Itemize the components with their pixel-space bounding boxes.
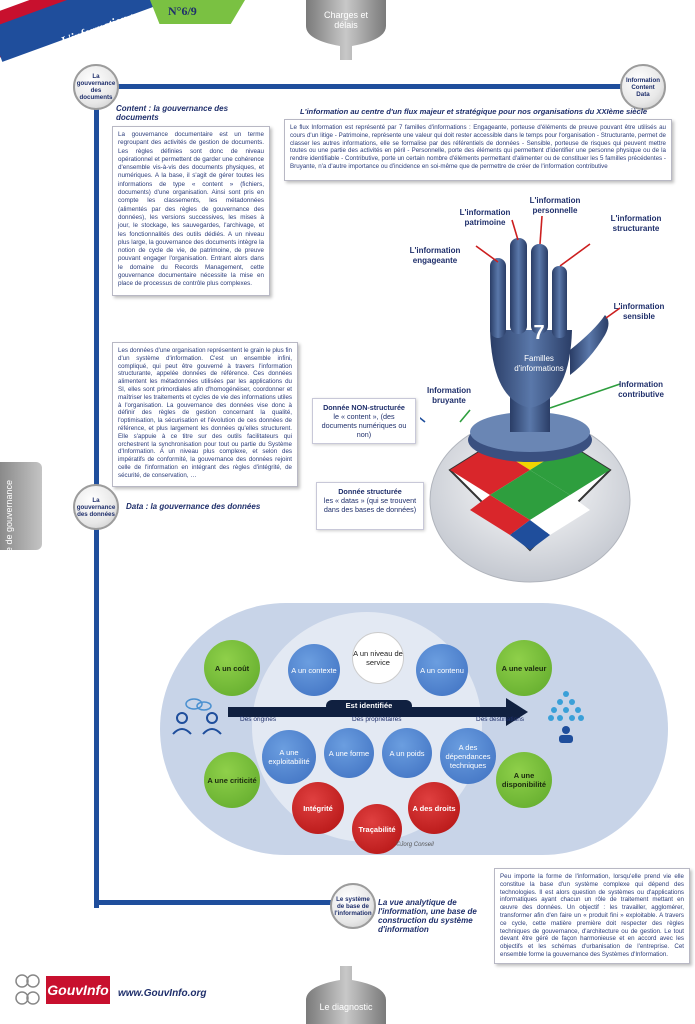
data-text: Les données d'une organisation représent… <box>112 342 298 487</box>
family-contributive: Information contributive <box>618 380 664 399</box>
funnel-top-label: Charges et délais <box>323 10 369 30</box>
identifiee-label: Est identifiée <box>326 700 412 712</box>
content-text: La gouvernance documentaire est un terme… <box>112 126 270 296</box>
callout-non-structuree-text: le « content », (des documents numérique… <box>321 412 407 439</box>
palm-number: 7 <box>533 322 545 344</box>
issue-number: N°6/9 <box>168 4 197 18</box>
data-title: Data : la gouvernance des données <box>126 502 261 511</box>
callout-non-structuree: Donnée NON-structurée le « content », (d… <box>312 398 416 444</box>
callout-structuree: Donnée structurée les « datas » (qui se … <box>316 482 424 530</box>
seal-icon <box>15 974 40 1005</box>
funnel-top-icon <box>306 0 386 60</box>
family-bruyante: Information bruyante <box>427 386 471 405</box>
bubble-cout: A un coût <box>204 640 260 696</box>
top-connector-line <box>95 84 643 89</box>
side-tab-label: Modèle de gouvernance <box>4 480 14 577</box>
flux-title: L'information au centre d'un flux majeur… <box>300 107 648 116</box>
bubble-integrite: Intégrité <box>292 782 344 834</box>
systeme-text: Peu importe la forme de l'information, l… <box>494 868 690 964</box>
flux-text: Le flux Information est représenté par 7… <box>284 119 672 181</box>
funnel-bottom-icon <box>306 966 386 1024</box>
footer-url[interactable]: www.GouvInfo.org <box>118 988 207 999</box>
bubble-forme: A une forme <box>324 728 374 778</box>
funnel-bottom-label: Le diagnostic <box>319 1002 373 1012</box>
node-docs: La gouvernance des documents <box>73 64 119 110</box>
family-engageante: L'information engageante <box>409 246 461 265</box>
bubble-valeur: A une valeur <box>496 640 552 696</box>
content-title: Content : la gouvernance des documents <box>116 104 229 122</box>
callout-structuree-text: les « datas » (qui se trouvent dans des … <box>323 496 417 514</box>
diagram-copyright: ©Jorg Conseil <box>396 842 434 848</box>
side-tab <box>0 462 42 550</box>
palm-text: Familles d'informations <box>514 354 564 373</box>
bubble-niveau-service: A un niveau de service <box>352 632 404 684</box>
bubble-criticite: A une criticité <box>204 752 260 808</box>
flow-arrow <box>228 707 510 717</box>
systeme-title: La vue analytique de l'information, une … <box>378 898 477 934</box>
callout-structuree-title: Donnée structurée <box>338 487 402 496</box>
people-chat-icon <box>172 698 222 735</box>
family-structurante: L'information structurante <box>610 214 662 233</box>
gouvinfo-logo: GouvInfo <box>46 976 110 1004</box>
bubble-contenu: A un contenu <box>416 644 468 696</box>
pyramid-people-icon <box>548 691 584 743</box>
node-donnees: La gouvernance des données <box>73 484 119 530</box>
bubble-droits: A des droits <box>408 782 460 834</box>
bubble-contexte: A un contexte <box>288 644 340 696</box>
family-personnelle: L'information personnelle <box>529 196 581 215</box>
label-origines: Des origines <box>240 716 277 723</box>
family-sensible: L'information sensible <box>613 302 665 321</box>
bubble-poids: A un poids <box>382 728 432 778</box>
callout-non-structuree-title: Donnée NON-structurée <box>323 403 405 412</box>
bubble-exploitabilite: A une exploitabilité <box>262 730 316 784</box>
bottom-connector-line <box>94 900 334 905</box>
label-proprietaires: Des propriétaires <box>352 716 402 723</box>
bubble-dependances: A des dépendances techniques <box>440 728 496 784</box>
family-patrimoine: L'information patrimoine <box>459 208 511 227</box>
bubble-tracabilite: Traçabilité <box>352 804 402 854</box>
hand-cube-illustration <box>420 215 631 583</box>
issue-badge <box>150 0 245 24</box>
label-destinations: Des destinations <box>476 716 525 723</box>
node-systeme: Le système de base de l'information <box>330 883 376 929</box>
bubble-disponibilite: A une disponibilité <box>496 752 552 808</box>
node-info-content: Information Content Data <box>620 64 666 110</box>
flow-arrow-head <box>506 698 528 726</box>
